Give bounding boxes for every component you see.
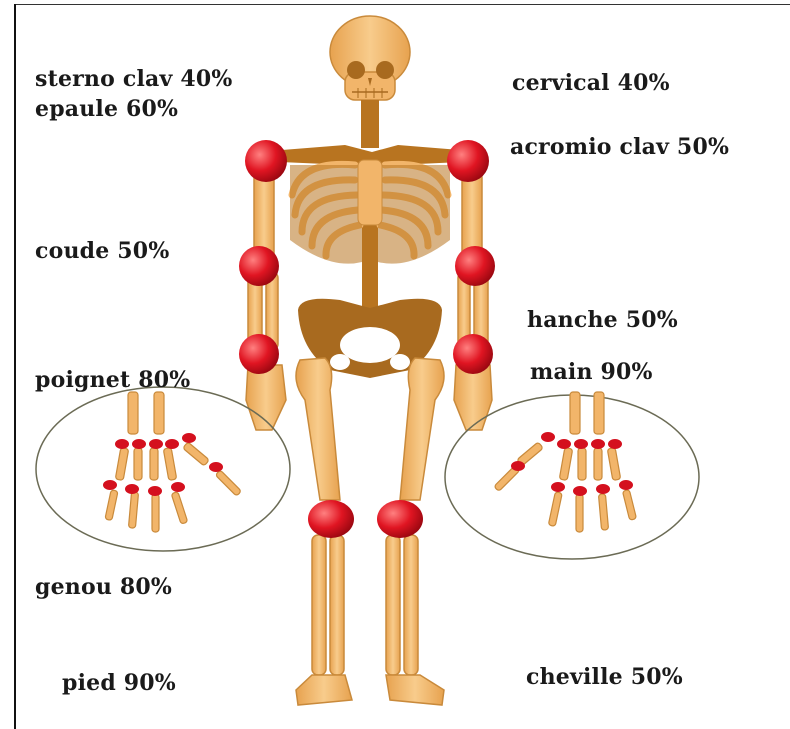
cervical-spine — [361, 100, 379, 148]
skull — [330, 16, 410, 100]
label-sterno-clav: sterno clav 40% — [35, 66, 232, 92]
label-main: main 90% — [530, 359, 653, 385]
sternum — [358, 160, 382, 225]
label-cheville: cheville 50% — [526, 664, 683, 690]
label-poignet: poignet 80% — [35, 367, 190, 393]
label-acromio-clav: acromio clav 50% — [510, 134, 729, 160]
lumbar-spine — [362, 220, 378, 310]
label-epaule: epaule 60% — [35, 96, 178, 122]
label-cervical: cervical 40% — [512, 70, 670, 96]
label-coude: coude 50% — [35, 238, 169, 264]
label-genou: genou 80% — [35, 574, 172, 600]
label-hanche: hanche 50% — [527, 307, 678, 333]
label-pied: pied 90% — [62, 670, 176, 696]
left-hand-detail — [105, 392, 241, 532]
